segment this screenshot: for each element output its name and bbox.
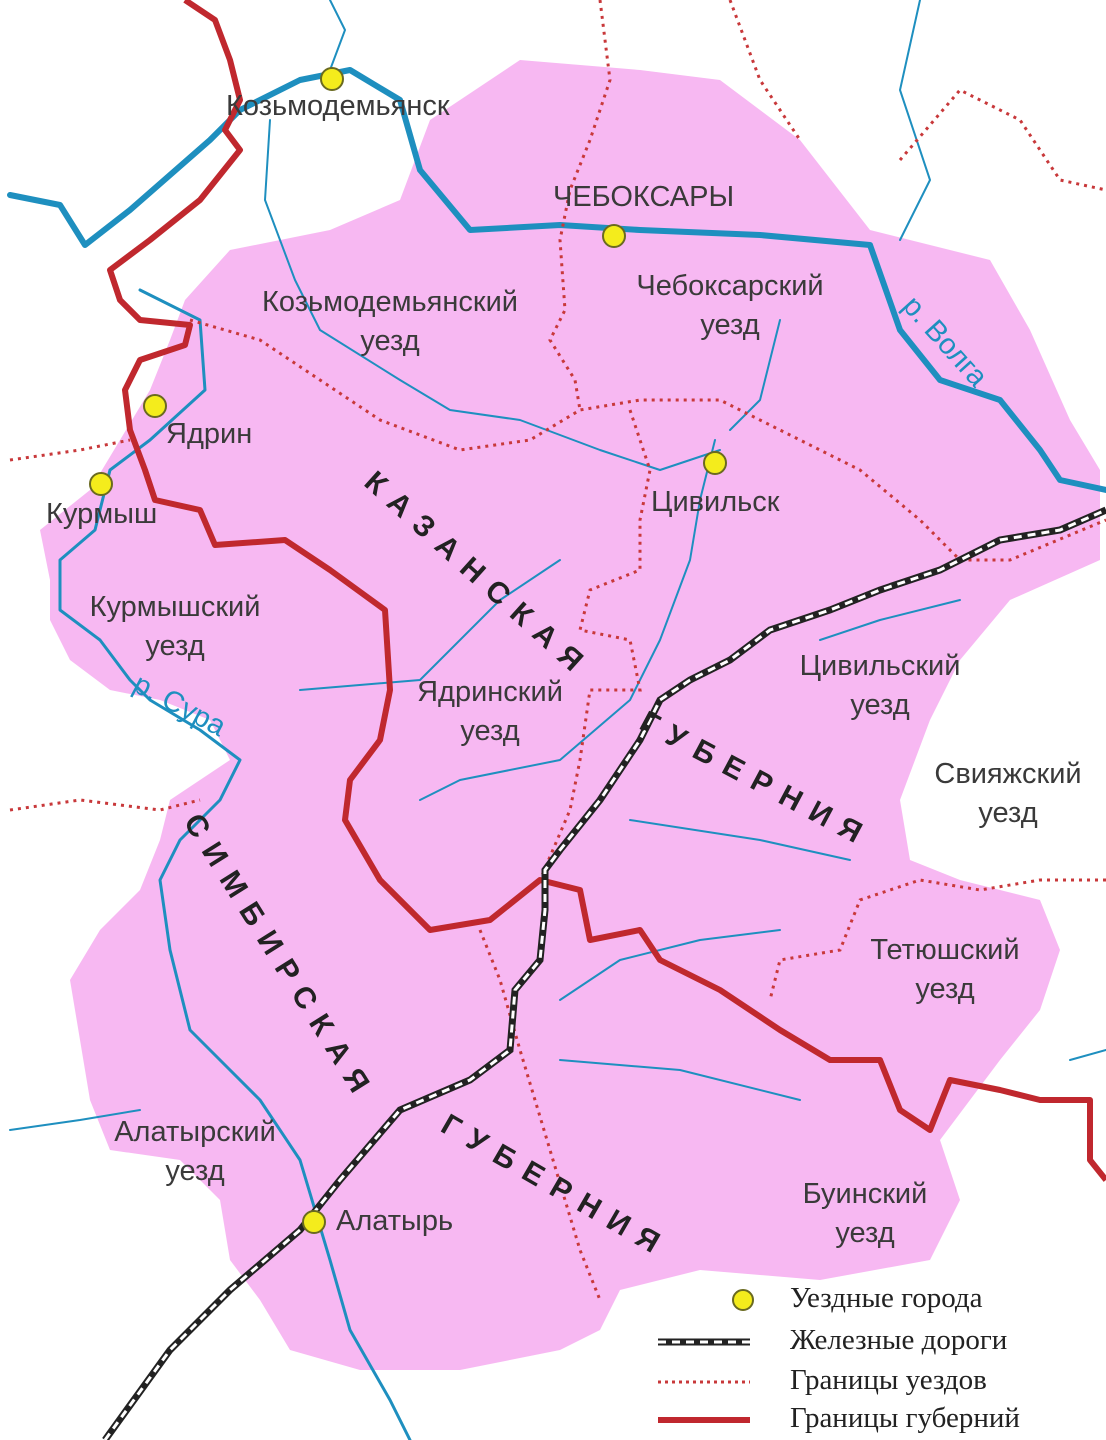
uezd-name: Алатырский (114, 1116, 276, 1148)
uezd-border (538, 409, 652, 881)
town-marker-tsivilsk[interactable] (703, 451, 727, 475)
town-marker-cheboksary[interactable] (602, 224, 626, 248)
legend-label-gubernia-borders: Границы губерний (790, 1402, 1020, 1434)
territory-area (40, 60, 1100, 1370)
gubernia-borders (107, 0, 1106, 1182)
legend-label-uezd-borders: Границы уездов (790, 1364, 987, 1396)
town-marker-kozmodemyansk[interactable] (320, 67, 344, 91)
uezd-word: уезд (360, 325, 420, 357)
uezd-name: Тетюшский (870, 934, 1020, 966)
town-marker-alatyr[interactable] (302, 1210, 326, 1234)
tributary (1069, 1049, 1106, 1061)
uezd-border (478, 929, 602, 1301)
uezd-name: Цивильский (799, 650, 961, 682)
town-marker-legend-shape (732, 1289, 754, 1311)
uezd-word: уезд (850, 689, 910, 721)
sura-river (58, 288, 412, 1440)
uezd-borders (9, 0, 1106, 1301)
city-label-yadrin: Ядрин (166, 418, 253, 450)
gubernia-border (107, 0, 1106, 1182)
uezd-border (189, 318, 1106, 562)
uezd-name: Буинский (802, 1178, 928, 1210)
uezd-name: Чебоксарский (636, 270, 824, 302)
railway (102, 506, 1106, 1440)
tributary (419, 439, 716, 801)
legend-item-uezd-borders: Границы уездов (650, 1360, 1106, 1400)
uezd-label-buinsky: Буинский уезд (775, 1180, 955, 1248)
uezd-name: Козьмодемьянский (262, 286, 518, 318)
uezd-name: Курмышский (89, 591, 261, 623)
uezd-label-cheboksarsky: Чебоксарский уезд (600, 272, 860, 340)
tributary (629, 819, 851, 861)
legend-item-railways: Железные дороги (650, 1320, 1106, 1360)
tributary (729, 319, 781, 431)
legend-item-towns: Уездные города (650, 1278, 1106, 1318)
uezd-word: уезд (835, 1217, 895, 1249)
city-label-tsivilsk: Цивильск (651, 486, 780, 518)
uezd-label-kurmyshsky: Курмышский уезд (60, 593, 290, 661)
uezd-word: уезд (460, 715, 520, 747)
legend-item-gubernia-borders: Границы губерний (650, 1398, 1106, 1438)
uezd-word: уезд (145, 630, 205, 662)
town-marker-legend-icon (732, 1289, 754, 1311)
town-marker-kurmysh[interactable] (89, 472, 113, 496)
rivers (7, 0, 1106, 1440)
legend: Уездные города Железные дороги Границы у… (650, 1278, 1106, 1440)
uezd-label-alatyrsky: Алатырский уезд (90, 1118, 300, 1186)
uezd-border-legend-icon (658, 1380, 750, 1384)
gubernia-border-legend-icon (658, 1417, 750, 1423)
legend-label-towns: Уездные города (790, 1282, 983, 1314)
tributary (559, 929, 781, 1001)
uezd-label-kozmodemyansky: Козьмодемьянский уезд (230, 288, 550, 356)
uezd-name: Ядринский (417, 676, 563, 708)
railway-legend-icon (658, 1338, 750, 1346)
tributary (9, 1109, 141, 1131)
tributary (329, 0, 346, 71)
tributary (559, 1059, 801, 1101)
city-label-kurmysh: Курмыш (46, 498, 158, 530)
legend-label-railways: Железные дороги (790, 1324, 1008, 1356)
uezd-word: уезд (700, 309, 760, 341)
city-label-kozmodemyansk: Козьмодемьянск (226, 90, 450, 122)
tributary (264, 119, 721, 471)
uezd-border (9, 438, 131, 462)
uezd-border (548, 0, 612, 411)
uezd-word: уезд (978, 797, 1038, 829)
uezd-label-tsivilsky: Цивильский уезд (775, 652, 985, 720)
uezd-label-sviyazhsky: Свияжский уезд (910, 760, 1106, 828)
railway-line-inner (103, 508, 1106, 1440)
uezd-border (898, 88, 1106, 192)
uezd-label-tetyushsky: Тетюшский уезд (845, 936, 1045, 1004)
uezd-word: уезд (915, 973, 975, 1005)
town-markers (89, 67, 727, 1234)
volga-river (7, 67, 1106, 493)
tributary (899, 0, 931, 241)
city-label-cheboksary: ЧЕБОКСАРЫ (553, 181, 735, 213)
city-label-alatyr: Алатырь (336, 1205, 454, 1237)
uezd-label-yadrinsky: Ядринский уезд (390, 678, 590, 746)
uezd-name: Свияжский (934, 758, 1082, 790)
uezd-word: уезд (165, 1155, 225, 1187)
tributary (299, 559, 561, 691)
town-marker-yadrin[interactable] (143, 394, 167, 418)
tributary (819, 599, 961, 641)
